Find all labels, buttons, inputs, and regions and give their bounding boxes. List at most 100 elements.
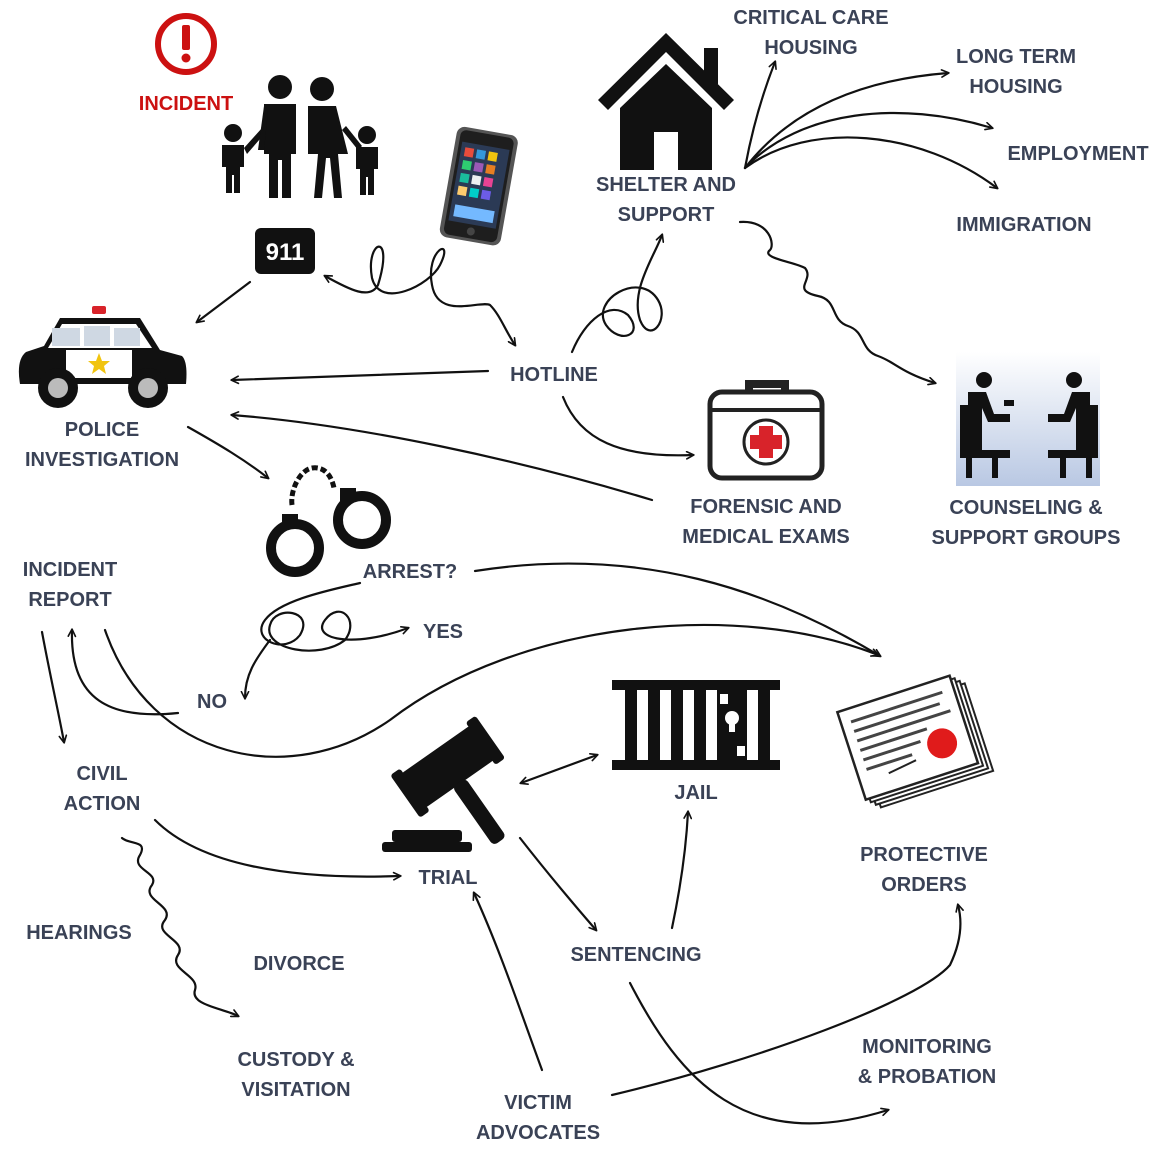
edge-hotline-to-police: [230, 369, 490, 385]
employment-label-line-1: EMPLOYMENT: [1007, 143, 1148, 165]
jail-bars-icon: [612, 680, 780, 770]
civil-action-label: CIVIL ACTION: [64, 763, 141, 815]
emergency-911-badge: 911: [255, 228, 315, 274]
monitoring-probation-label: MONITORING & PROBATION: [858, 1036, 997, 1088]
long-term-label-line-2: HOUSING: [969, 76, 1062, 98]
civil-action-label-line-2: ACTION: [64, 793, 141, 815]
custody-label-line-2: VISITATION: [241, 1079, 350, 1101]
counseling-support-groups-label: COUNSELING &SUPPORT GROUPS: [932, 497, 1121, 549]
no-label: NO: [197, 691, 227, 713]
shelter-label-line-1: SHELTER AND: [596, 174, 736, 196]
edge-forensic-to-police: [230, 411, 654, 502]
no-label-line-1: NO: [197, 691, 227, 713]
critical-care-label-line-1: CRITICAL CARE: [733, 7, 888, 29]
forensic-label-line-1: FORENSIC AND: [690, 496, 841, 518]
exclamation-circle-icon: [155, 13, 217, 75]
arrest-label: ARREST?: [363, 561, 457, 583]
trial-label-line-1: TRIAL: [419, 867, 478, 889]
edge-police-to-arrest: [186, 425, 270, 480]
edge-trial-to-jail: [519, 752, 599, 786]
incident-label: INCIDENT: [139, 93, 233, 115]
counseling-label-line-2: SUPPORT GROUPS: [932, 527, 1121, 549]
edge-shelter-to-critical-care: [743, 60, 777, 170]
incident-report-label-line-1: INCIDENT: [23, 559, 117, 581]
edge-victim-advocates-to-protective-orders: [610, 903, 964, 1097]
shelter-and-support-label: SHELTER AND SUPPORT: [596, 174, 736, 226]
emergency-911-text: 911: [266, 239, 305, 266]
edge-sentencing-to-monitoring: [628, 981, 890, 1125]
edge-911-to-police: [195, 280, 252, 324]
edge-arrest-to-no-loops: [240, 638, 272, 700]
yes-label: YES: [423, 621, 463, 643]
edge-incident-report-to-civil-action: [40, 630, 68, 744]
divorce-label: DIVORCE: [253, 953, 344, 975]
edge-hotline-to-shelter-loops: [570, 233, 665, 354]
edge-incident-report-to-protective-orders: [103, 623, 880, 758]
victim-advocates-label: VICTIM ADVOCATES: [476, 1092, 600, 1144]
edge-shelter-to-immigration: [743, 136, 999, 190]
protective-orders-label-line-1: PROTECTIVE: [860, 844, 988, 866]
incident-report-label: INCIDENT REPORT: [23, 559, 117, 611]
edge-victim-advocates-to-trial: [472, 891, 544, 1072]
edge-sentencing-to-jail: [670, 810, 693, 930]
police-label-line-1: POLICE: [65, 419, 139, 441]
house-icon: [598, 33, 734, 170]
edge-civil-action-to-custody-wavy: [120, 836, 240, 1018]
police-label-line-2: INVESTIGATION: [25, 449, 179, 471]
divorce-label-line-1: DIVORCE: [253, 953, 344, 975]
hearings-label-line-1: HEARINGS: [26, 922, 132, 944]
shelter-label-line-2: SUPPORT: [618, 204, 715, 226]
civil-action-label-line-1: CIVIL: [76, 763, 127, 785]
police-car-icon: [18, 306, 187, 408]
critical-care-label-line-2: HOUSING: [764, 37, 857, 59]
labels-layer: INCIDENT POLICE INVESTIGATION HOTLINE SHE…: [23, 7, 1149, 1144]
long-term-label-line-1: LONG TERM: [956, 46, 1076, 68]
family-icon: [222, 75, 378, 198]
protective-orders-label: PROTECTIVE ORDERS: [860, 844, 988, 896]
employment-label: EMPLOYMENT: [1007, 143, 1148, 165]
edge-shelter-to-employment: [743, 111, 994, 170]
victim-advocates-label-line-2: ADVOCATES: [476, 1122, 600, 1144]
monitoring-label-line-1: MONITORING: [862, 1036, 992, 1058]
hotline-label: HOTLINE: [510, 364, 598, 386]
police-investigation-label: POLICE INVESTIGATION: [25, 419, 179, 471]
edge-civil-action-to-trial: [153, 818, 402, 881]
edge-arrest-to-yes-loops: [260, 581, 410, 652]
edges-layer: [40, 60, 999, 1125]
immigration-label-line-1: IMMIGRATION: [956, 214, 1091, 236]
trial-label: TRIAL: [419, 867, 478, 889]
sentencing-label-line-1: SENTENCING: [570, 944, 701, 966]
immigration-label: IMMIGRATION: [956, 214, 1091, 236]
edge-trial-to-sentencing: [518, 836, 598, 932]
gavel-icon: [382, 716, 505, 852]
document-stack-icon: [835, 674, 995, 809]
edge-911-hotline-loops: [323, 245, 517, 347]
hearings-label: HEARINGS: [26, 922, 132, 944]
edge-shelter-to-long-term: [743, 69, 950, 170]
sentencing-label: SENTENCING: [570, 944, 701, 966]
forensic-medical-exams-label: FORENSIC AND MEDICAL EXAMS: [682, 496, 849, 548]
jail-label: JAIL: [674, 782, 717, 804]
custody-visitation-label: CUSTODY & VISITATION: [237, 1049, 354, 1101]
first-aid-kit-icon: [707, 380, 825, 481]
critical-care-housing-label: CRITICAL CARE HOUSING: [733, 7, 888, 59]
monitoring-label-line-2: & PROBATION: [858, 1066, 997, 1088]
edge-no-to-incident-report: [67, 628, 180, 716]
long-term-housing-label: LONG TERM HOUSING: [956, 46, 1076, 98]
jail-label-line-1: JAIL: [674, 782, 717, 804]
yes-label-line-1: YES: [423, 621, 463, 643]
incident-report-label-line-2: REPORT: [28, 589, 111, 611]
edge-shelter-to-counseling-wavy: [738, 220, 937, 386]
custody-label-line-1: CUSTODY &: [237, 1049, 354, 1071]
counseling-chairs-icon: [956, 352, 1100, 486]
icons-layer: 911: [18, 13, 1100, 852]
hotline-label-line-1: HOTLINE: [510, 364, 598, 386]
protective-orders-label-line-2: ORDERS: [881, 874, 967, 896]
arrest-label-line-1: ARREST?: [363, 561, 457, 583]
victim-advocates-label-line-1: VICTIM: [504, 1092, 572, 1114]
smartphone-icon: [439, 126, 518, 246]
handcuffs-icon: [266, 465, 391, 577]
forensic-label-line-2: MEDICAL EXAMS: [682, 526, 849, 548]
